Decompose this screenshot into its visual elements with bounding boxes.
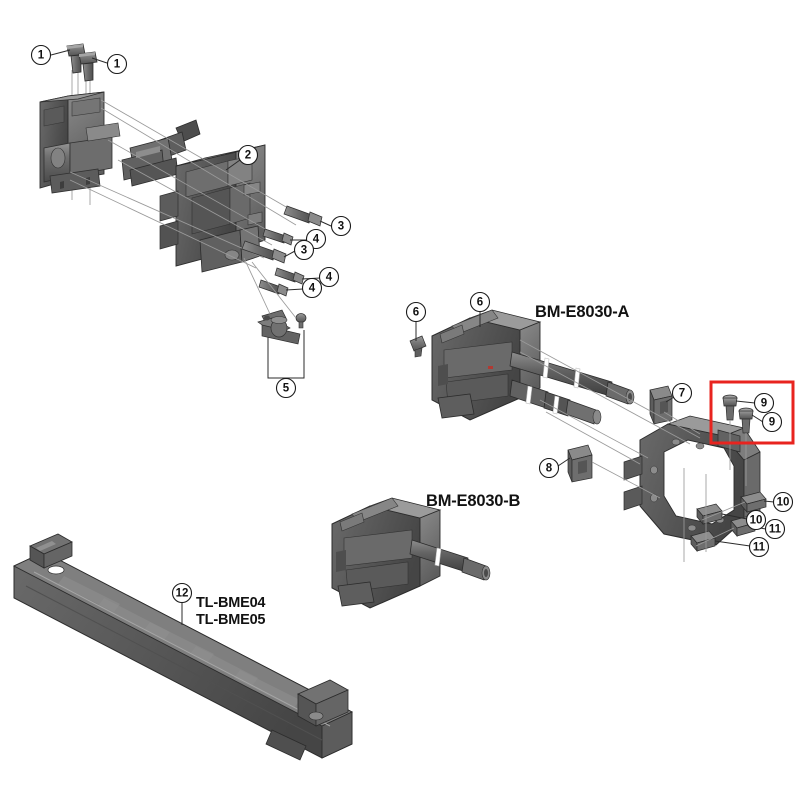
bolt-1-right	[78, 51, 98, 82]
sensor-screw-part-5	[295, 313, 307, 329]
tool-label-tl-bme04: TL-BME04	[196, 595, 266, 611]
assembly-lines-right	[519, 339, 746, 562]
callout-9a[interactable]: 9	[753, 392, 775, 414]
callout-5-text: 5	[283, 383, 290, 395]
screw-4-mid	[274, 267, 305, 285]
callout-9a-text: 9	[761, 398, 767, 410]
callout-10b[interactable]: 10	[745, 509, 767, 531]
callout-1a-text: 1	[38, 50, 45, 62]
callout-7[interactable]: 7	[671, 382, 693, 404]
screw-4-lower	[258, 279, 289, 297]
callout-1b-text: 1	[114, 59, 121, 71]
callout-6a[interactable]: 6	[469, 291, 491, 313]
callout-4a-text: 4	[313, 234, 320, 246]
callout-6b[interactable]: 6	[405, 301, 427, 323]
callout-9b-text: 9	[769, 417, 775, 429]
callout-9b[interactable]: 9	[761, 411, 783, 433]
callout-2-text: 2	[245, 150, 251, 162]
bm-e8030-a-group	[409, 309, 767, 562]
callout-4c[interactable]: 4	[301, 277, 323, 299]
pad-10-lower	[696, 503, 723, 525]
bolt-1-left	[66, 43, 86, 74]
model-label-bm-e8030-a: BM-E8030-A	[535, 303, 630, 321]
bolt-9-upper	[722, 394, 738, 421]
callout-10b-text: 10	[750, 515, 763, 527]
callout-3b-text: 3	[301, 245, 307, 257]
pad-10-upper	[740, 491, 767, 513]
callout-6b-text: 6	[413, 307, 419, 319]
callout-8[interactable]: 8	[538, 457, 560, 479]
screw-3-lower	[241, 240, 287, 264]
screw-3-upper	[283, 205, 323, 227]
callout-1b[interactable]: 1	[106, 53, 128, 75]
tl-bme-tool-group	[12, 533, 354, 761]
callout-10a[interactable]: 10	[772, 491, 794, 513]
callout-4c-text: 4	[309, 283, 316, 295]
bolt-9-lower	[738, 407, 754, 434]
cable-assembly-a	[509, 351, 635, 425]
callout-7-text: 7	[679, 388, 685, 400]
grommet-part-8	[567, 444, 593, 483]
callout-4b-text: 4	[326, 272, 333, 284]
callout-5[interactable]: 5	[275, 377, 297, 399]
upper-assembly-group	[39, 43, 323, 379]
callout-10a-text: 10	[777, 497, 790, 509]
callout-3a[interactable]: 3	[330, 215, 352, 237]
mounting-bracket-plate	[39, 91, 121, 194]
callout-4b[interactable]: 4	[318, 266, 340, 288]
callout-11a[interactable]: 11	[764, 518, 786, 540]
callout-6a-text: 6	[477, 297, 483, 309]
callout-3b[interactable]: 3	[293, 239, 315, 261]
highlight-box-group	[709, 380, 795, 445]
callout-2[interactable]: 2	[237, 144, 259, 166]
screw-4-upper	[262, 228, 294, 246]
callout-12[interactable]: 12	[171, 582, 193, 604]
part-9-highlight-box	[709, 380, 795, 445]
sensor-bracket-part-5	[257, 309, 301, 345]
callout-11b-text: 11	[753, 542, 766, 554]
callout-3a-text: 3	[338, 221, 344, 233]
rivet-6-lower	[409, 335, 427, 358]
callout-11a-text: 11	[769, 524, 782, 536]
tool-label-tl-bme05: TL-BME05	[196, 612, 266, 628]
latch-lever	[121, 119, 201, 187]
callout-12-text: 12	[176, 588, 189, 600]
model-label-bm-e8030-b: BM-E8030-B	[426, 492, 521, 510]
callout-11b[interactable]: 11	[748, 536, 770, 558]
bm-e8030-a-body	[431, 309, 542, 421]
screw-group-3-4	[241, 205, 323, 297]
callout-1a[interactable]: 1	[30, 44, 52, 66]
callout-8-text: 8	[546, 463, 553, 475]
grommet-part-7	[649, 385, 673, 425]
assembly-lines-upper	[69, 99, 301, 269]
callout-badges: 1 1 2 3 4 3 4	[30, 44, 794, 604]
bm-e8030-b-group	[331, 497, 491, 609]
